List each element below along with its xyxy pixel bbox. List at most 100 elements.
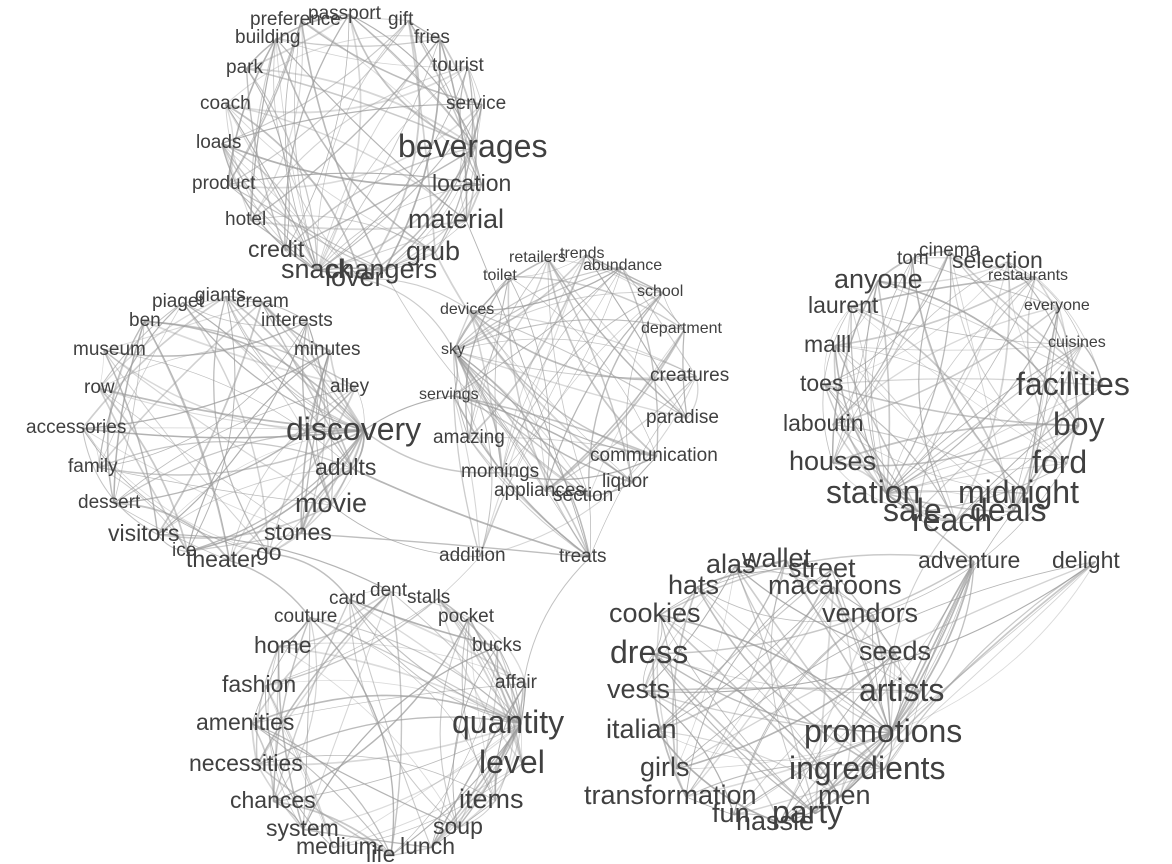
edge-bottom-left-level-stalls <box>437 598 523 765</box>
node-label-everyone: everyone <box>1024 297 1090 314</box>
edge-bottom-left-system-home <box>277 646 305 830</box>
edge-bottom-left-life-amenities <box>251 723 392 856</box>
edge-top-passport-park <box>246 13 350 70</box>
edge-right-station-ford <box>886 457 1067 494</box>
edge-center-school-appliances <box>544 292 664 492</box>
node-label-artists: artists <box>859 672 945 708</box>
edge-bottom-right-ingredients-hats <box>696 586 885 771</box>
edge-bottom-left-life-bucks <box>390 646 498 856</box>
edge-center-sky-trends <box>453 254 587 352</box>
edge-bottom-right-men-cookies <box>659 614 841 798</box>
edge-left-accessories-visitors <box>81 428 158 536</box>
edge-bottom-left-card-lunch <box>348 599 432 848</box>
edge-bottom-left-fashion-medium <box>265 685 334 848</box>
edge-top-tourist-coach <box>225 65 469 114</box>
edge-top-snack-lover <box>317 270 362 280</box>
edge-right-station-deals <box>886 490 1014 512</box>
node-label-piaget: piaget <box>152 291 204 312</box>
edge-left-accessories-discovery <box>82 427 364 431</box>
node-label-location: location <box>432 170 512 196</box>
node-label-street: street <box>788 553 856 583</box>
node-label-promotions: promotions <box>804 713 963 749</box>
node-label-level: level <box>479 744 545 780</box>
node-label-lunch: lunch <box>400 833 455 859</box>
edge-left-discovery-giants <box>225 296 365 432</box>
edge-left-cream-adults <box>261 302 353 469</box>
node-label-appliances: appliances <box>494 480 585 501</box>
edge-bottom-right-artists-wallet <box>785 559 921 693</box>
edge-center-addition-servings <box>452 395 481 557</box>
node-label-cookies: cookies <box>609 598 701 628</box>
edge-center-amazing-sky <box>453 350 470 439</box>
edge-top-material-building <box>275 38 467 222</box>
edge-left-adults-piaget <box>182 301 353 469</box>
edge-bottom-left-soup-quantity <box>457 723 522 829</box>
edge-bottom-right-wallet-transformation <box>685 559 787 798</box>
edge-bottom-left-pocket-dent <box>390 590 470 618</box>
edge-bottom-right-cookies-party <box>659 614 816 814</box>
node-label-seeds: seeds <box>859 636 932 666</box>
edge-right-cuisines-deals <box>1012 343 1084 512</box>
edge-top-hotel-preference <box>250 20 304 221</box>
node-label-dessert: dessert <box>78 492 141 513</box>
edge-bottom-left-lunch-affair <box>430 683 527 848</box>
edge-center-creatures-devices <box>469 310 697 381</box>
edge-bottom-right-hassle-seeds <box>779 652 896 824</box>
edge-left-theater-ben <box>143 320 231 561</box>
edge-right-station-midnight <box>886 490 1028 495</box>
edge-bottom-left-quantity-amenities <box>251 694 522 725</box>
node-label-laboutin: laboutin <box>783 410 864 436</box>
edge-left-interests-giants <box>225 295 308 322</box>
node-label-amazing: amazing <box>433 427 505 448</box>
edge-bottom-left-quantity-affair <box>520 683 527 724</box>
edge-right-facilities-cinema <box>949 250 1103 387</box>
node-label-movie: movie <box>295 488 368 518</box>
edge-top-location-gift <box>408 20 483 185</box>
edge-right-reach-selection <box>954 261 1011 522</box>
edge-bridge-delight-men <box>839 560 1097 798</box>
edge-center-sky-creatures <box>453 338 697 377</box>
edge-top-credit-passport <box>284 14 350 251</box>
node-label-theater: theater <box>186 546 258 572</box>
node-label-changers: changers <box>326 254 438 284</box>
edge-center-amazing-trends <box>468 254 587 440</box>
edge-right-station-laurent <box>851 306 887 494</box>
edge-bottom-left-quantity-dent <box>390 591 522 724</box>
edge-center-abundance-mornings <box>501 266 623 473</box>
edge-right-malll-deals <box>834 345 1014 512</box>
edge-bottom-right-street-cookies <box>659 567 832 616</box>
node-label-boy: boy <box>1053 406 1105 442</box>
edge-left-ben-dessert <box>106 321 145 504</box>
edge-right-tom-laboutin <box>832 259 913 425</box>
edge-bottom-right-hassle-adventure <box>779 561 975 824</box>
node-label-trends: trends <box>560 245 605 262</box>
edge-center-amazing-treats <box>468 438 591 558</box>
edge-bottom-right-transformation-cookies <box>656 614 687 798</box>
edge-bottom-left-level-medium <box>333 763 523 849</box>
edge-bottom-left-quantity-couture <box>309 616 522 724</box>
edge-top-snack-fries <box>317 38 441 272</box>
node-label-station: station <box>826 474 921 510</box>
edge-left-go-giants <box>213 296 269 554</box>
edge-right-station-laboutin <box>832 424 888 495</box>
node-label-passport: passport <box>308 3 381 24</box>
edge-top-product-coach <box>225 104 235 185</box>
edge-bottom-right-italian-wallet <box>656 559 787 732</box>
edge-bridge-material-treats <box>465 220 591 558</box>
edge-bottom-right-party-macaroons <box>814 586 835 814</box>
edge-right-toes-reach <box>824 384 956 523</box>
edge-bottom-left-home-couture <box>278 617 311 648</box>
edge-bottom-left-quantity-soup <box>457 723 522 829</box>
edge-bottom-right-street-italian <box>656 569 833 732</box>
edge-top-snack-location <box>317 184 482 272</box>
node-label-quantity: quantity <box>452 704 565 740</box>
edge-top-gift-loads <box>221 20 409 144</box>
edge-left-museum-adults <box>103 350 353 469</box>
edge-left-go-accessories <box>82 428 269 555</box>
node-label-interests: interests <box>261 310 333 331</box>
edge-right-cinema-ford <box>949 251 1067 465</box>
edge-center-sky-devices <box>453 310 471 352</box>
edge-left-cream-piaget <box>182 300 262 303</box>
edge-right-facilities-reach <box>954 385 1103 522</box>
edge-left-adults-stones <box>300 467 353 534</box>
